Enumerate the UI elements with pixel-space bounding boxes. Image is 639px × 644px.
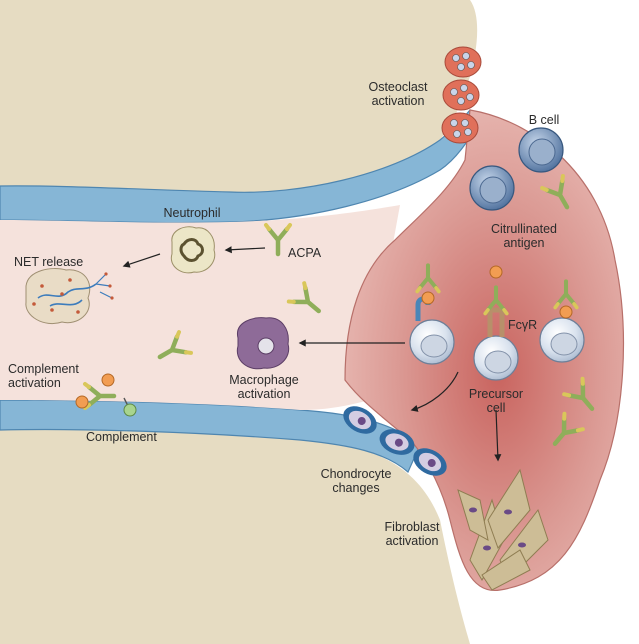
label-osteoclast-2: activation	[372, 94, 425, 108]
upper-bone	[0, 0, 478, 193]
synovial-space	[0, 205, 400, 410]
arrows	[122, 246, 502, 462]
label-precursor-2: cell	[487, 401, 506, 415]
labels: Osteoclast activation B cell Citrullinat…	[8, 80, 559, 548]
label-neutrophil: Neutrophil	[164, 206, 221, 220]
label-precursor-1: Precursor	[469, 387, 523, 401]
b-cells	[469, 127, 564, 211]
label-chondrocyte-1: Chondrocyte	[321, 467, 392, 481]
lower-bone	[0, 428, 470, 644]
osteoclasts	[441, 46, 482, 144]
neutrophil	[170, 226, 216, 274]
label-fcgr: FcγR	[508, 318, 537, 332]
chondrocytes	[343, 406, 447, 476]
label-complement-activation-1: Complement	[8, 362, 79, 376]
label-chondrocyte-2: changes	[332, 481, 379, 495]
label-complement-activation-2: activation	[8, 376, 61, 390]
complement-complex	[75, 373, 137, 417]
precursor-cells	[410, 265, 585, 381]
label-citrullinated-2: antigen	[503, 236, 544, 250]
label-osteoclast-1: Osteoclast	[368, 80, 428, 94]
label-net-release: NET release	[14, 255, 83, 269]
label-acpa: ACPA	[288, 246, 322, 260]
label-fibroblast-2: activation	[386, 534, 439, 548]
fibroblasts	[457, 468, 549, 591]
label-fibroblast-1: Fibroblast	[385, 520, 440, 534]
label-complement: Complement	[86, 430, 157, 444]
net-release-cell	[25, 268, 114, 324]
label-b-cell: B cell	[529, 113, 560, 127]
macrophage	[236, 317, 290, 370]
label-macrophage-1: Macrophage	[229, 373, 299, 387]
label-macrophage-2: activation	[238, 387, 291, 401]
label-citrullinated-1: Citrullinated	[491, 222, 557, 236]
